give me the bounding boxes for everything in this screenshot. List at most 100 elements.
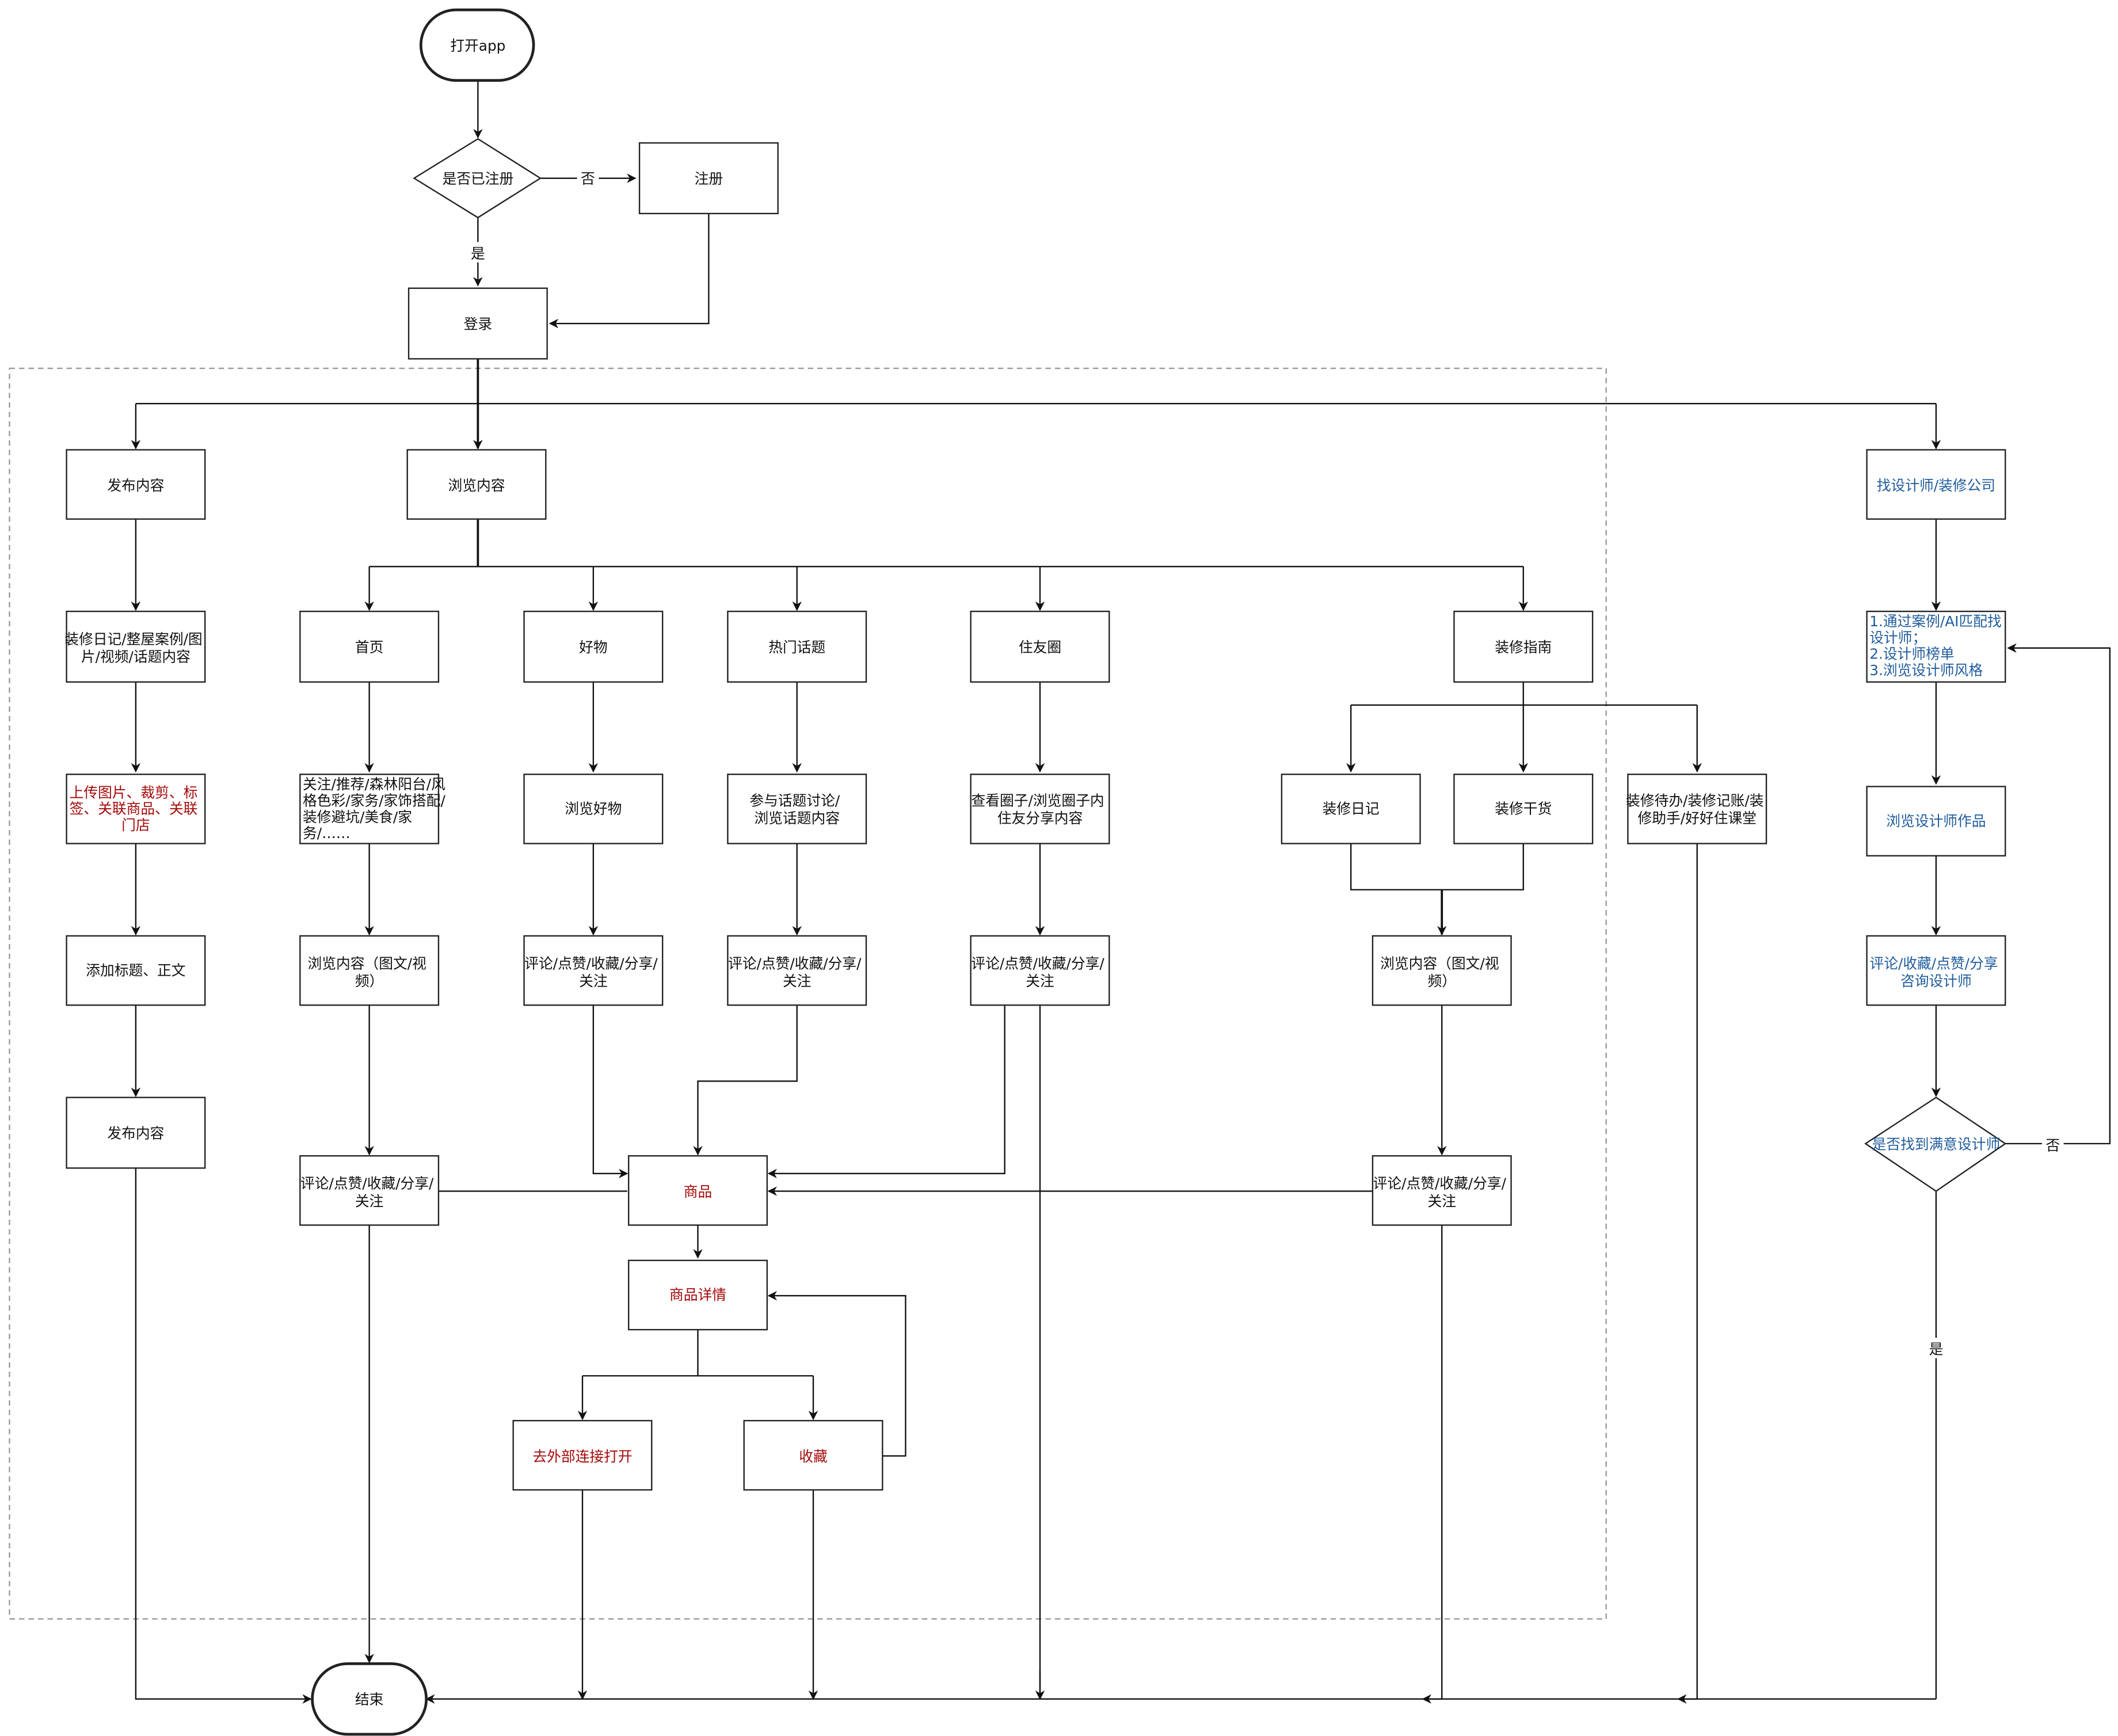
designer-actions-node[interactable]: 评论/收藏/点赞/分享 咨询设计师: [1866, 935, 2006, 1006]
home-label: 首页: [355, 639, 384, 656]
edge-submit-to-end: [135, 1168, 312, 1704]
topics-actions-line: 关注: [783, 973, 812, 989]
designer-methods-label: 1.通过案例/AI匹配找 设计师； 2.设计师榜单 3.浏览设计师风格: [1869, 613, 2006, 679]
guide-tools-line: 修助手/好好住课堂: [1638, 810, 1757, 827]
guide-tools-node[interactable]: 装修待办/装修记账/装 修助手/好好住课堂: [1626, 774, 1768, 844]
publish-types-node[interactable]: 装修日记/整屋案例/图 片/视频/话题内容: [64, 610, 207, 683]
home-tabs-line: 务/……: [303, 825, 351, 842]
circle-actions-node[interactable]: 评论/点赞/收藏/分享/ 关注: [970, 935, 1110, 1006]
circle-actions-label: 评论/点赞/收藏/分享/ 关注: [971, 955, 1108, 990]
guide-browse-line: 浏览内容（图文/视: [1380, 955, 1499, 972]
topics-node[interactable]: 热门话题: [727, 610, 867, 683]
edges: [131, 80, 2111, 1704]
topics-actions-node[interactable]: 评论/点赞/收藏/分享/ 关注: [727, 935, 867, 1006]
publish-types-line: 片/视频/话题内容: [81, 648, 191, 665]
product-external-label: 去外部连接打开: [532, 1448, 632, 1465]
product-node[interactable]: 商品: [628, 1155, 768, 1226]
edge-labels: 否 是 否 是: [467, 167, 2064, 1358]
goods-node[interactable]: 好物: [523, 610, 664, 683]
product-favorite-label: 收藏: [799, 1448, 828, 1465]
product-detail-node[interactable]: 商品详情: [628, 1259, 768, 1331]
content-area-boundary: [9, 367, 1607, 1620]
home-node[interactable]: 首页: [299, 610, 440, 683]
guide-actions-line: 关注: [1427, 1193, 1456, 1209]
circle-actions-line: 评论/点赞/收藏/分享/: [971, 955, 1104, 972]
designer-methods-line: 3.浏览设计师风格: [1869, 662, 1983, 679]
home-browse-label: 浏览内容（图文/视 频）: [308, 955, 431, 990]
guide-actions-label: 评论/点赞/收藏/分享/ 关注: [1373, 1175, 1511, 1210]
circle-node[interactable]: 住友圈: [970, 610, 1110, 683]
home-tabs-label: 关注/推荐/森林阳台/风 格色彩/家务/家饰搭配/ 装修避坑/美食/家 务/……: [303, 776, 450, 842]
edge-register-to-login: [548, 213, 710, 329]
product-label: 商品: [684, 1183, 713, 1200]
publish-upload-line: 上传图片、裁剪、标: [70, 784, 198, 801]
goods-actions-line: 评论/点赞/收藏/分享/: [524, 955, 658, 972]
topics-join-line: 参与话题讨论/: [749, 792, 840, 809]
topics-actions-line: 评论/点赞/收藏/分享/: [728, 955, 862, 972]
decision-designer-satisfied[interactable]: 是否找到满意设计师: [1864, 1097, 2007, 1192]
goods-actions-label: 评论/点赞/收藏/分享/ 关注: [524, 955, 662, 990]
topics-join-label: 参与话题讨论/ 浏览话题内容: [749, 792, 844, 827]
decision-designer-satisfied-label: 是否找到满意设计师: [1872, 1136, 2001, 1152]
product-detail-label: 商品详情: [669, 1286, 726, 1303]
publish-types-label: 装修日记/整屋案例/图 片/视频/话题内容: [64, 631, 207, 665]
home-browse-line: 频）: [355, 973, 384, 989]
guide-diary-node[interactable]: 装修日记: [1281, 774, 1421, 844]
edge-label-register-no: 否: [581, 170, 595, 187]
designer-actions-line: 咨询设计师: [1900, 973, 1972, 989]
designer-actions-label: 评论/收藏/点赞/分享 咨询设计师: [1869, 955, 2002, 990]
designer-actions-line: 评论/收藏/点赞/分享: [1869, 955, 1998, 972]
edge-label-designer-no: 否: [2045, 1137, 2060, 1154]
publish-submit-label: 发布内容: [107, 1125, 164, 1141]
circle-label: 住友圈: [1019, 639, 1061, 656]
goods-actions-node[interactable]: 评论/点赞/收藏/分享/ 关注: [523, 935, 664, 1006]
find-designer-node[interactable]: 找设计师/装修公司: [1866, 449, 2006, 520]
publish-upload-label: 上传图片、裁剪、标 签、关联商品、关联 门店: [70, 784, 203, 833]
home-tabs-node[interactable]: 关注/推荐/森林阳台/风 格色彩/家务/家饰搭配/ 装修避坑/美食/家 务/……: [299, 774, 450, 844]
guide-node[interactable]: 装修指南: [1453, 610, 1594, 683]
edge-circle-actions-to-product: [767, 1005, 1005, 1179]
publish-submit-node[interactable]: 发布内容: [66, 1097, 206, 1169]
topics-join-node[interactable]: 参与话题讨论/ 浏览话题内容: [727, 774, 867, 844]
register-node[interactable]: 注册: [638, 142, 779, 215]
guide-browse-line: 频）: [1427, 973, 1456, 989]
product-favorite-node[interactable]: 收藏: [743, 1419, 883, 1491]
home-browse-node[interactable]: 浏览内容（图文/视 频）: [299, 935, 440, 1006]
guide-diary-label: 装修日记: [1323, 801, 1380, 817]
publish-node[interactable]: 发布内容: [66, 449, 206, 520]
designer-methods-line: 设计师；: [1869, 629, 1926, 646]
publish-types-line: 装修日记/整屋案例/图: [64, 631, 202, 648]
designer-works-node[interactable]: 浏览设计师作品: [1866, 786, 2006, 856]
guide-browse-node[interactable]: 浏览内容（图文/视 频）: [1372, 935, 1512, 1006]
login-label: 登录: [464, 315, 493, 332]
circle-view-node[interactable]: 查看圈子/浏览圈子内 住友分享内容: [970, 774, 1110, 844]
publish-upload-line: 门店: [121, 817, 150, 833]
publish-title-node[interactable]: 添加标题、正文: [66, 935, 206, 1006]
login-node[interactable]: 登录: [407, 287, 548, 360]
end-node[interactable]: 结束: [311, 1662, 428, 1736]
end-label: 结束: [355, 1691, 384, 1708]
edge-diary-merge: [1350, 843, 1524, 890]
goods-browse-node[interactable]: 浏览好物: [523, 774, 664, 844]
topics-label: 热门话题: [768, 639, 825, 656]
designer-works-label: 浏览设计师作品: [1886, 813, 1986, 829]
goods-browse-label: 浏览好物: [565, 801, 622, 817]
edge-goods-actions-to-product: [592, 1005, 628, 1179]
home-actions-node[interactable]: 评论/点赞/收藏/分享/ 关注: [299, 1155, 440, 1226]
edge-satisfied-no-loop: [2005, 643, 2111, 1145]
guide-tips-label: 装修干货: [1495, 801, 1552, 817]
guide-tools-label: 装修待办/装修记账/装 修助手/好好住课堂: [1626, 792, 1768, 827]
circle-view-line: 住友分享内容: [997, 810, 1083, 827]
browse-node[interactable]: 浏览内容: [406, 449, 547, 520]
designer-methods-node[interactable]: 1.通过案例/AI匹配找 设计师； 2.设计师榜单 3.浏览设计师风格: [1866, 610, 2006, 683]
guide-tips-node[interactable]: 装修干货: [1453, 774, 1594, 844]
product-external-node[interactable]: 去外部连接打开: [512, 1419, 653, 1491]
publish-title-label: 添加标题、正文: [86, 962, 185, 979]
decision-is-registered[interactable]: 是否已注册: [413, 138, 542, 219]
start-node[interactable]: 打开app: [419, 8, 535, 82]
guide-actions-node[interactable]: 评论/点赞/收藏/分享/ 关注: [1372, 1155, 1512, 1226]
publish-upload-node[interactable]: 上传图片、裁剪、标 签、关联商品、关联 门店: [66, 774, 206, 844]
topics-actions-label: 评论/点赞/收藏/分享/ 关注: [728, 955, 866, 990]
publish-upload-line: 签、关联商品、关联: [70, 801, 198, 817]
